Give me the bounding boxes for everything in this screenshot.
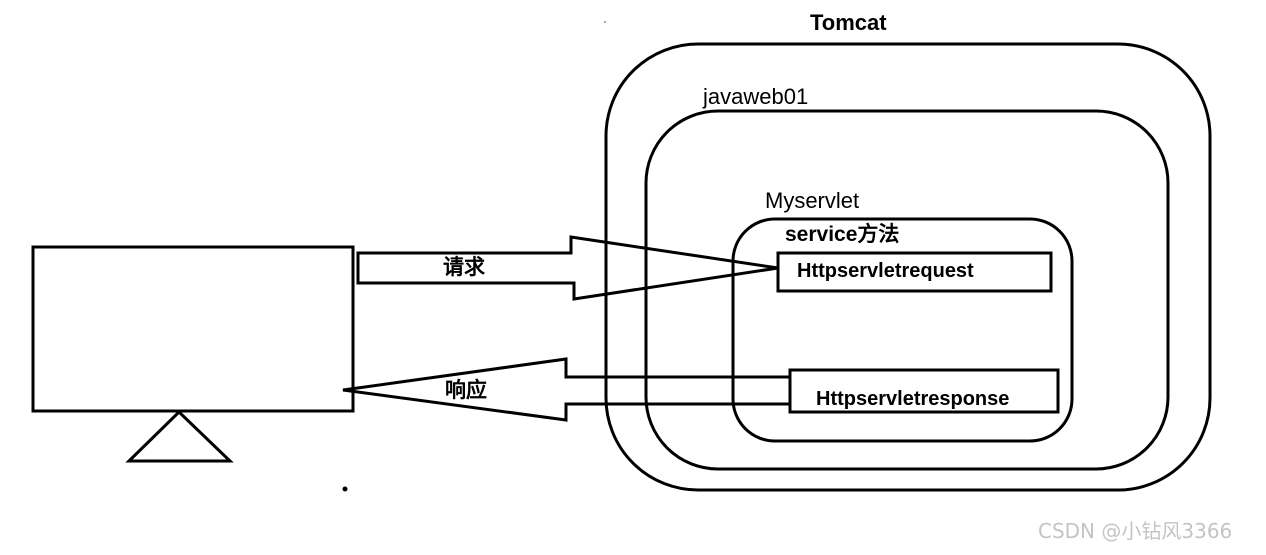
request-arrow: [356, 235, 779, 301]
webapp-container: [644, 109, 1170, 471]
request-arrow-label: 请求: [443, 256, 485, 279]
request-object-box: [776, 251, 1053, 293]
client-monitor-stand: [125, 409, 234, 463]
stray-dot-small: [604, 21, 606, 23]
request-object-label: Httpservletrequest: [797, 260, 974, 282]
watermark-text: CSDN @小钻风3366: [1038, 519, 1233, 543]
webapp-label: javaweb01: [703, 84, 809, 109]
servlet-label: Myservlet: [765, 188, 860, 213]
client-monitor-screen: [31, 245, 355, 413]
response-object-label: Httpservletresponse: [816, 388, 1010, 410]
tomcat-container: [604, 42, 1212, 492]
service-method-label: service方法: [785, 223, 900, 246]
tomcat-label: Tomcat: [810, 10, 887, 35]
stray-dot: [342, 486, 348, 492]
response-arrow-label: 响应: [445, 379, 487, 402]
response-arrow: [342, 357, 792, 422]
servlet-container: [731, 217, 1074, 443]
